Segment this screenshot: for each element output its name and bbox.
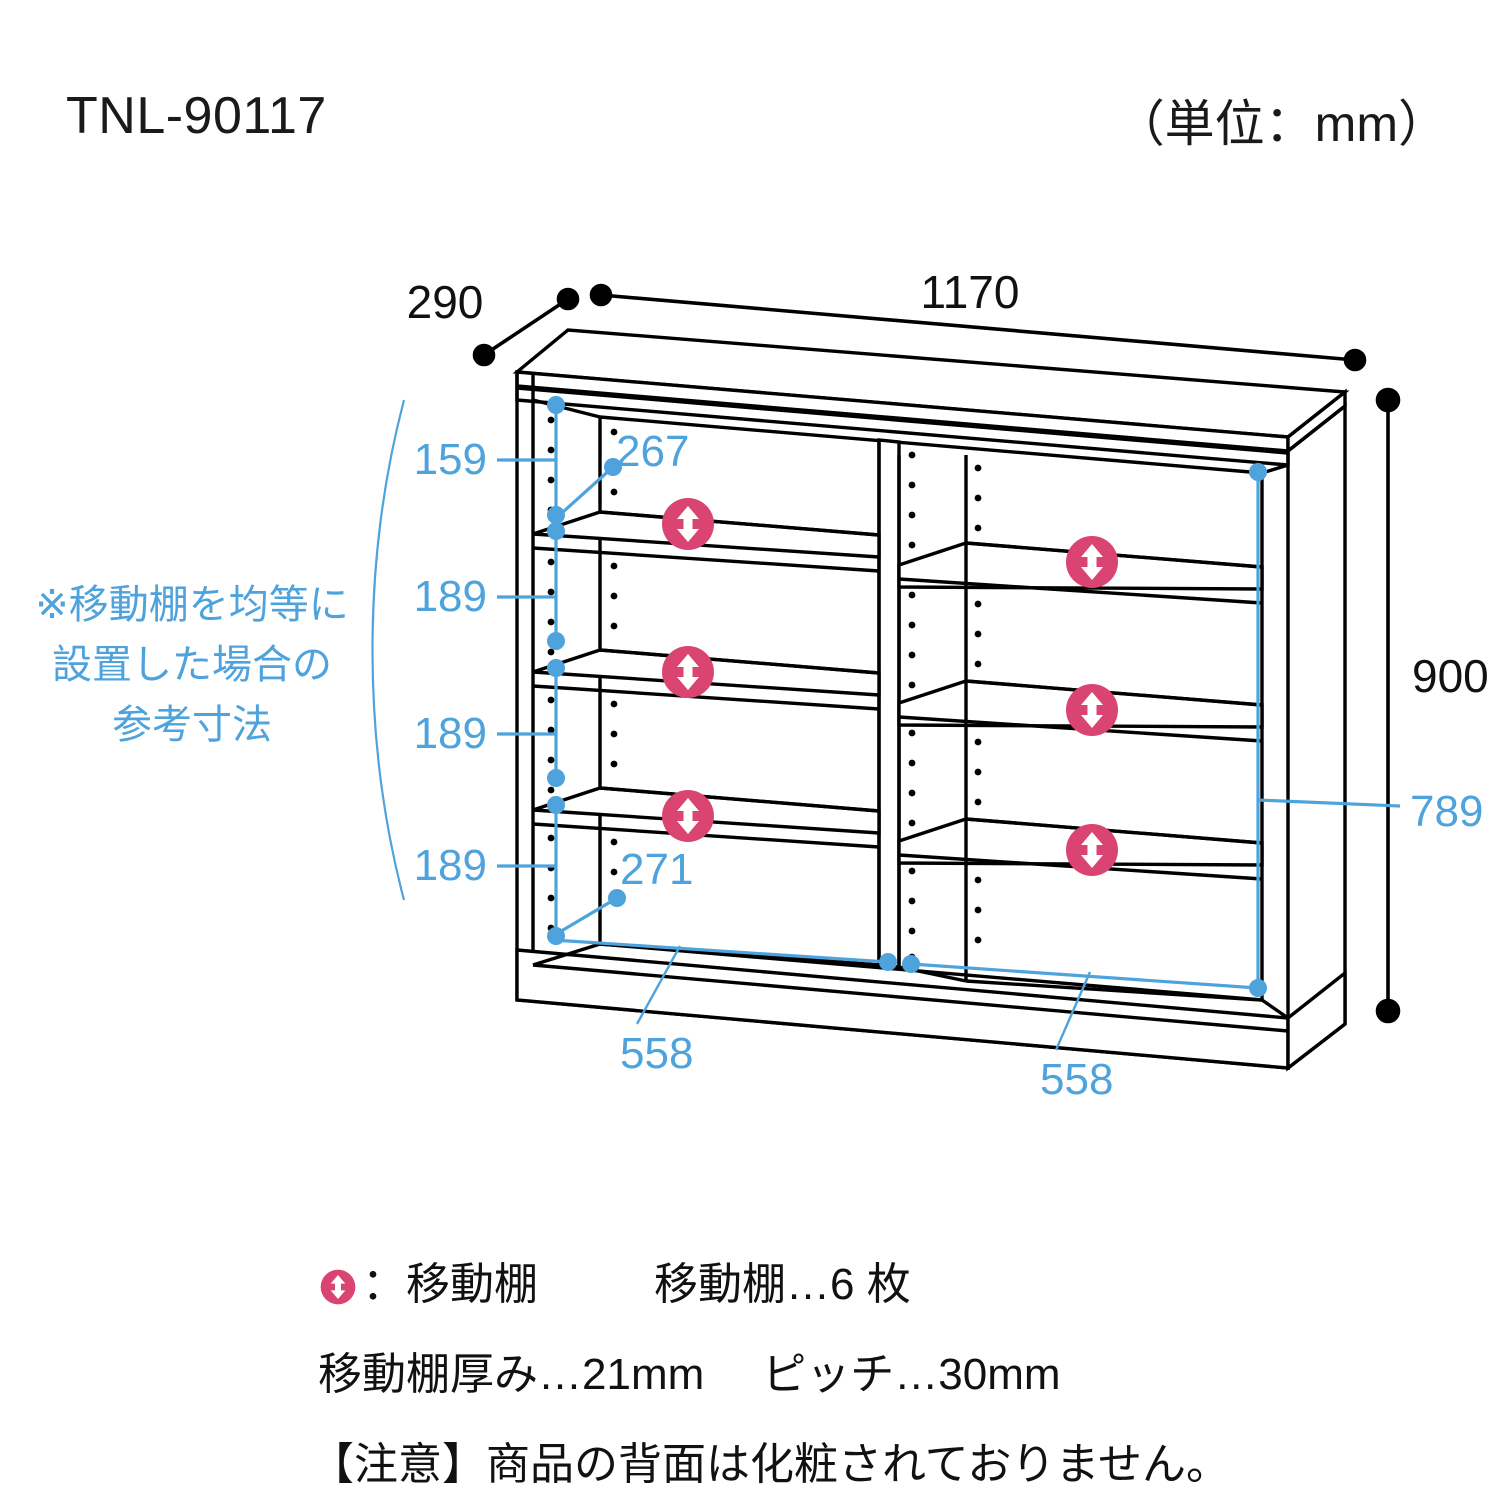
right-inner-depth-bottom: [1261, 998, 1289, 1020]
blue-dot-chain-8: [547, 927, 565, 945]
move-shelf-icon-right-3: [1066, 824, 1118, 876]
reference-note-line-2: 設置した場合の: [52, 643, 332, 687]
left-inner-depth-bottom: [532, 942, 601, 967]
dim-label-inner-depth-bottom: 271: [620, 845, 693, 894]
dim-label-inner-height: 789: [1410, 787, 1483, 836]
blue-dot-chain-3: [547, 522, 565, 540]
base-top-edge: [532, 963, 1289, 1033]
left-shelf-2-front: [532, 684, 880, 711]
dim-label-bay-right: 558: [1040, 1055, 1113, 1104]
inner-depth-bottom-line: [552, 896, 618, 938]
blue-dot-bay-mid-left: [879, 953, 897, 971]
blue-dot-chain-6: [547, 769, 565, 787]
leader-558-right: [1054, 971, 1092, 1051]
legend-line-3: 【注意】商品の背面は化粧されておりません。: [310, 1428, 1230, 1492]
move-shelf-icon-left-3: [662, 790, 714, 842]
bay-right-width-line: [910, 962, 1259, 990]
dim-label-shelf-gap-2: 189: [414, 709, 487, 758]
move-shelf-icon-right-1: [1066, 536, 1118, 588]
blue-dot-chain-7: [547, 796, 565, 814]
blue-dot-inner-depth-top: [604, 458, 622, 476]
left-shelf-3-back: [599, 786, 880, 813]
center-divider: [877, 438, 901, 969]
left-shelf-3-front: [532, 822, 880, 849]
left-inner-depth-top: [532, 398, 601, 419]
height-dim-dot-bottom: [1375, 998, 1401, 1024]
black-dimension-lines: [472, 283, 1401, 1024]
blue-dot-chain-1: [547, 396, 565, 414]
inner-back-top: [599, 415, 1263, 475]
legend-colon: ：: [362, 1260, 406, 1309]
depth-dim-dot-end: [556, 287, 580, 311]
dim-label-inner-depth-top: 267: [616, 427, 689, 476]
blue-dot-inner-depth-bottom: [608, 889, 626, 907]
width-dim-line: [600, 293, 1356, 362]
legend-shelf-count: 移動棚…6 枚: [654, 1260, 911, 1309]
dim-label-width: 1170: [921, 266, 1020, 318]
reference-dimension-note: ※移動棚を均等に 設置した場合の 参考寸法: [32, 575, 352, 755]
right-shelf-2-back: [965, 679, 1263, 707]
reference-bracket-curve: [371, 399, 406, 901]
move-shelf-icon-right-2: [1066, 684, 1118, 736]
right-shelf-3-back: [965, 817, 1263, 845]
legend-pitch: ピッチ…30mm: [762, 1350, 1061, 1399]
reference-note-line-1: ※移動棚を均等に: [35, 583, 349, 627]
blue-dot-inner-height-bottom: [1249, 979, 1267, 997]
depth-dim-line: [483, 297, 569, 357]
move-shelf-icon-left-2: [662, 646, 714, 698]
dim-label-depth: 290: [407, 276, 484, 328]
right-bay-bottom-back-2: [965, 979, 1263, 1002]
dim-label-height: 900: [1412, 650, 1489, 702]
height-dim-dot-top: [1375, 387, 1401, 413]
reference-note-line-3: 参考寸法: [112, 703, 272, 747]
width-dim-dot-end: [1343, 348, 1367, 372]
page-title: TNL-90117: [66, 87, 327, 145]
dim-label-top-gap: 159: [414, 435, 487, 484]
blue-dimension-lines: [371, 399, 1401, 1051]
dim-label-shelf-gap-1: 189: [414, 572, 487, 621]
blue-dot-chain-4: [547, 632, 565, 650]
depth-dim-dot-start: [472, 343, 496, 367]
width-dim-dot-start: [589, 283, 613, 307]
left-shelf-1-back: [599, 510, 880, 537]
legend-line-1: ：移動棚 移動棚…6 枚: [318, 1248, 911, 1318]
legend-thickness: 移動棚厚み…21mm: [318, 1350, 705, 1399]
dimension-labels: 290 1170 900 159 189 189 189 267 271 558…: [407, 266, 1489, 1104]
legend-line-2: 移動棚厚み…21mm ピッチ…30mm: [318, 1338, 1061, 1402]
blue-dot-chain-2: [547, 506, 565, 524]
right-shelf-1-front: [898, 577, 1263, 605]
blue-dot-chain-5: [547, 659, 565, 677]
blue-dot-inner-height-top: [1249, 463, 1267, 481]
dim-label-bay-left: 558: [620, 1029, 693, 1078]
bay-left-width-line: [552, 938, 889, 964]
legend-caution: 【注意】商品の背面は化粧されておりません。: [310, 1440, 1231, 1489]
inner-height-leader: [1257, 798, 1401, 808]
left-shelf-2-back: [599, 648, 880, 675]
move-shelf-icon-left-1: [662, 498, 714, 550]
peg-holes-right-back: [974, 464, 982, 944]
left-shelf-1-front: [532, 546, 880, 573]
blue-dimension-dots: [547, 396, 1267, 997]
legend-icon-label: 移動棚: [406, 1260, 538, 1309]
unit-note: （単位：mm）: [1114, 96, 1448, 152]
move-shelf-icon: [318, 1267, 358, 1318]
blue-dot-bay-mid-right: [902, 955, 920, 973]
base-right-return: [1286, 969, 1347, 1072]
dim-label-shelf-gap-3: 189: [414, 841, 487, 890]
leader-558-left: [635, 945, 682, 1025]
